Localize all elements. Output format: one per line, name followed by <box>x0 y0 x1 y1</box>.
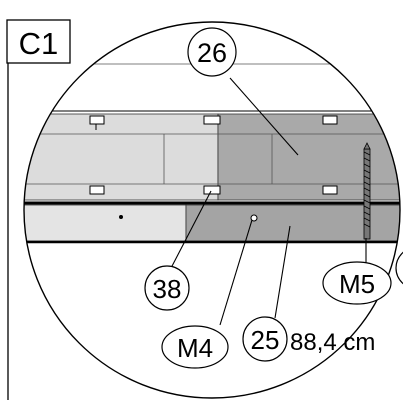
magnified-detail <box>24 63 400 244</box>
callout-m4: M4 <box>161 325 229 369</box>
callout-m4-label: M4 <box>177 333 213 363</box>
screw-m5 <box>363 142 371 240</box>
step-label: C1 <box>19 26 59 61</box>
callout-25-label: 25 <box>251 325 280 355</box>
callout-38: 38 <box>144 265 190 311</box>
callout-m5-label: M5 <box>339 269 375 299</box>
panel-dark <box>217 113 400 201</box>
partial-callout-edge <box>395 251 403 285</box>
callout-26: 26 <box>187 27 237 77</box>
leader-lines <box>169 77 367 326</box>
screw-hole-right <box>250 214 258 222</box>
callout-25: 25 <box>242 316 288 362</box>
board-dark <box>185 204 400 242</box>
measurement-label: 88,4 cm <box>290 329 375 356</box>
callout-38-label: 38 <box>153 274 182 304</box>
clip-brackets-top <box>89 115 338 130</box>
callout-m5: M5 <box>322 261 392 305</box>
clip-brackets-bottom <box>89 185 338 195</box>
screw-hole-left <box>119 215 123 219</box>
step-label-box <box>6 19 71 64</box>
detail-magnifier-circle <box>23 21 401 399</box>
callout-26-label: 26 <box>197 38 227 68</box>
panel-light <box>24 113 219 201</box>
board-light <box>24 204 187 242</box>
